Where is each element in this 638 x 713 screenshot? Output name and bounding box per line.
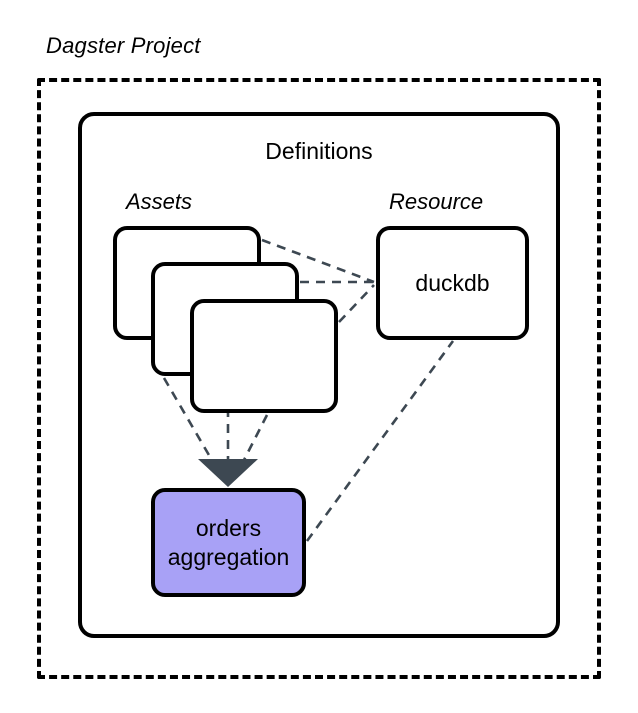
asset-card-front[interactable] [190, 299, 338, 413]
project-boundary [37, 78, 601, 679]
orders-label-line-2: aggregation [167, 543, 290, 570]
orders-label-line-1: orders [195, 515, 262, 542]
resource-node-label: duckdb [415, 269, 490, 296]
definitions-title: Definitions [265, 138, 373, 164]
resource-group-label: Resource [389, 189, 484, 214]
assets-group-label: Assets [126, 189, 193, 214]
resource-node-duckdb[interactable]: duckdb [376, 226, 529, 340]
asset-node-orders-aggregation[interactable]: orders aggregation [151, 488, 306, 597]
project-title: Dagster Project [46, 33, 201, 58]
